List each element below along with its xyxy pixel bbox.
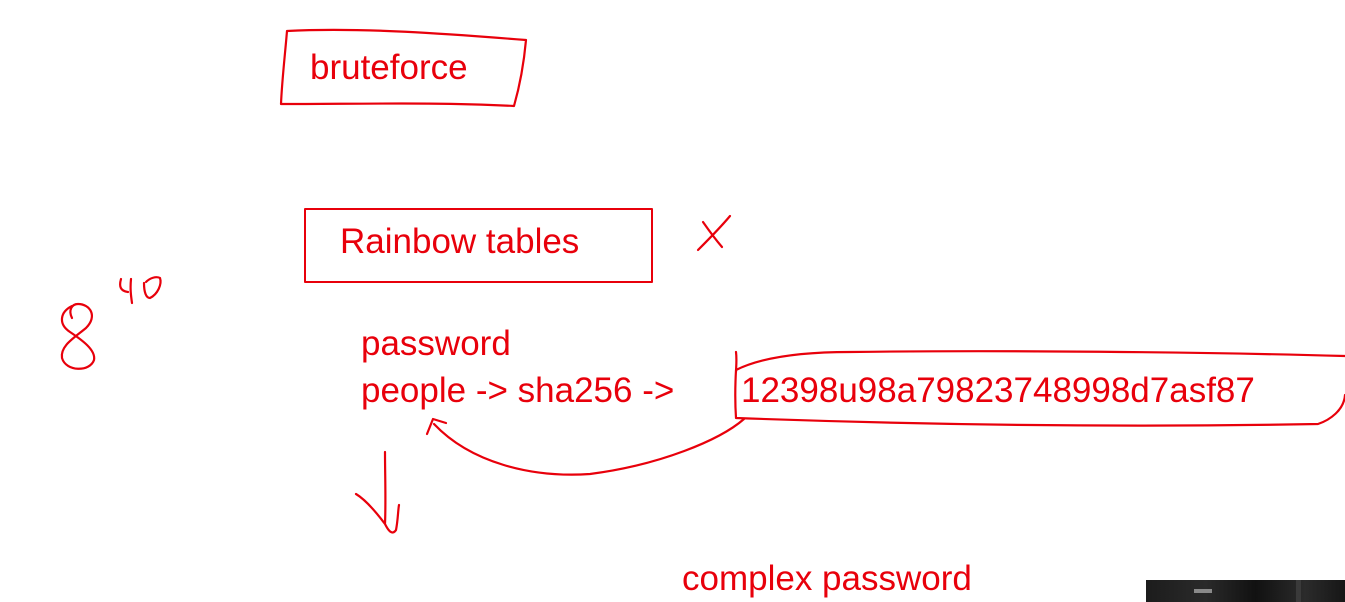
down-arrow [354,450,401,534]
handwritten-zero [142,276,162,300]
rainbow-tables-label: Rainbow tables [340,222,580,261]
handwritten-four [119,277,134,305]
people-sha256-chain: people -> sha256 -> [361,371,675,410]
bruteforce-box [279,28,528,108]
return-arrow-head [425,417,448,436]
complex-password-label: complex password [682,559,972,598]
cross-mark [696,214,732,252]
handwritten-eight [60,302,96,370]
password-label: password [361,324,511,363]
hash-value: 12398u98a79823748998d7asf87 [741,371,1255,410]
bruteforce-label: bruteforce [310,48,468,87]
return-arrow [432,417,746,476]
webcam-light [1194,589,1212,593]
rainbow-tables-box [304,208,653,283]
webcam-frame-bar [1296,580,1301,602]
webcam-overlay [1146,580,1345,602]
hash-enclosure [734,350,1345,427]
